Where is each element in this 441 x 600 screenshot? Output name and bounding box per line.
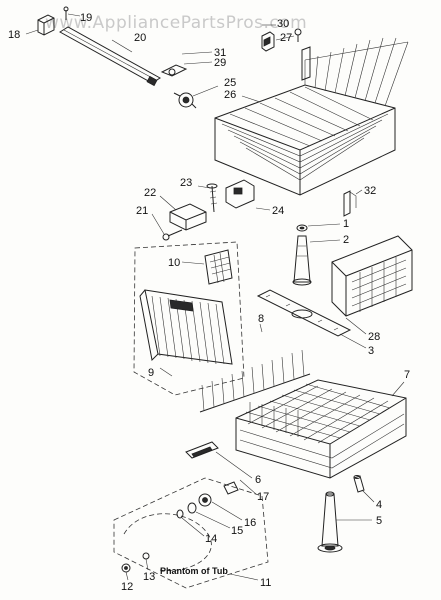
callout-31: 31: [214, 47, 226, 59]
callout-22: 22: [144, 187, 156, 199]
callout-labels: 18 19 20 31 29 30 27 25 26 23 22 24 21 3…: [8, 12, 410, 593]
tub-phantom-box: [113, 477, 269, 589]
flatware-tray-part: [139, 289, 233, 365]
callout-25: 25: [224, 77, 236, 89]
leader-lines: [25, 13, 405, 581]
callout-13: 13: [143, 571, 155, 583]
callout-3: 3: [368, 345, 374, 357]
callout-17: 17: [257, 491, 269, 503]
callout-6: 6: [255, 474, 261, 486]
mount-bracket-part: [225, 179, 255, 209]
callout-9: 9: [148, 367, 154, 379]
callout-30: 30: [277, 18, 289, 30]
callout-1: 1: [343, 218, 349, 230]
callout-27: 27: [280, 32, 292, 44]
callout-24: 24: [272, 205, 284, 217]
upper-rack-part: [214, 37, 409, 196]
washer-part: [296, 224, 308, 232]
callout-5: 5: [376, 515, 382, 527]
side-screw-part: [162, 229, 183, 241]
callout-18: 18: [8, 29, 20, 41]
stop-block-part: [169, 203, 207, 231]
lower-rack-part: [235, 379, 407, 479]
callout-23: 23: [180, 177, 192, 189]
callout-16: 16: [244, 517, 256, 529]
track-rail-part: [59, 26, 161, 87]
callout-4: 4: [376, 499, 382, 511]
fitting-parts: [121, 481, 239, 573]
callout-12: 12: [121, 581, 133, 593]
rack-handle-part: [185, 441, 219, 459]
tray-assembly-box: [133, 241, 245, 396]
callout-20: 20: [134, 32, 146, 44]
callout-26: 26: [224, 89, 236, 101]
callout-7: 7: [404, 369, 410, 381]
end-cap-part: [37, 14, 55, 36]
callout-28: 28: [368, 331, 380, 343]
callout-2: 2: [343, 234, 349, 246]
rack-clip-part: [261, 28, 302, 52]
callout-8: 8: [258, 313, 264, 325]
callout-29: 29: [214, 57, 226, 69]
tine-row-part: [199, 349, 311, 413]
side-clip-part: [343, 190, 357, 217]
rack-roller-part: [353, 475, 365, 493]
watermark-text: www.AppliancePartsPros.com: [45, 13, 307, 33]
tray-insert-part: [204, 249, 233, 285]
roller-wheel-part: [173, 92, 197, 109]
callout-21: 21: [136, 205, 148, 217]
callout-10: 10: [168, 257, 180, 269]
callout-15: 15: [231, 525, 243, 537]
lower-tube-part: [317, 491, 343, 553]
bolt-part: [206, 183, 218, 213]
cutlery-basket-part: [331, 235, 413, 317]
callout-32: 32: [364, 185, 376, 197]
screw-part: [63, 6, 69, 20]
callout-11: 11: [260, 577, 271, 589]
spray-tube-part: [292, 235, 312, 286]
callout-14: 14: [205, 533, 217, 545]
callout-19: 19: [80, 12, 92, 24]
clip-part: [160, 64, 188, 77]
spray-arm-part: [256, 289, 352, 337]
phantom-of-tub-label: Phantom of Tub: [160, 566, 228, 576]
